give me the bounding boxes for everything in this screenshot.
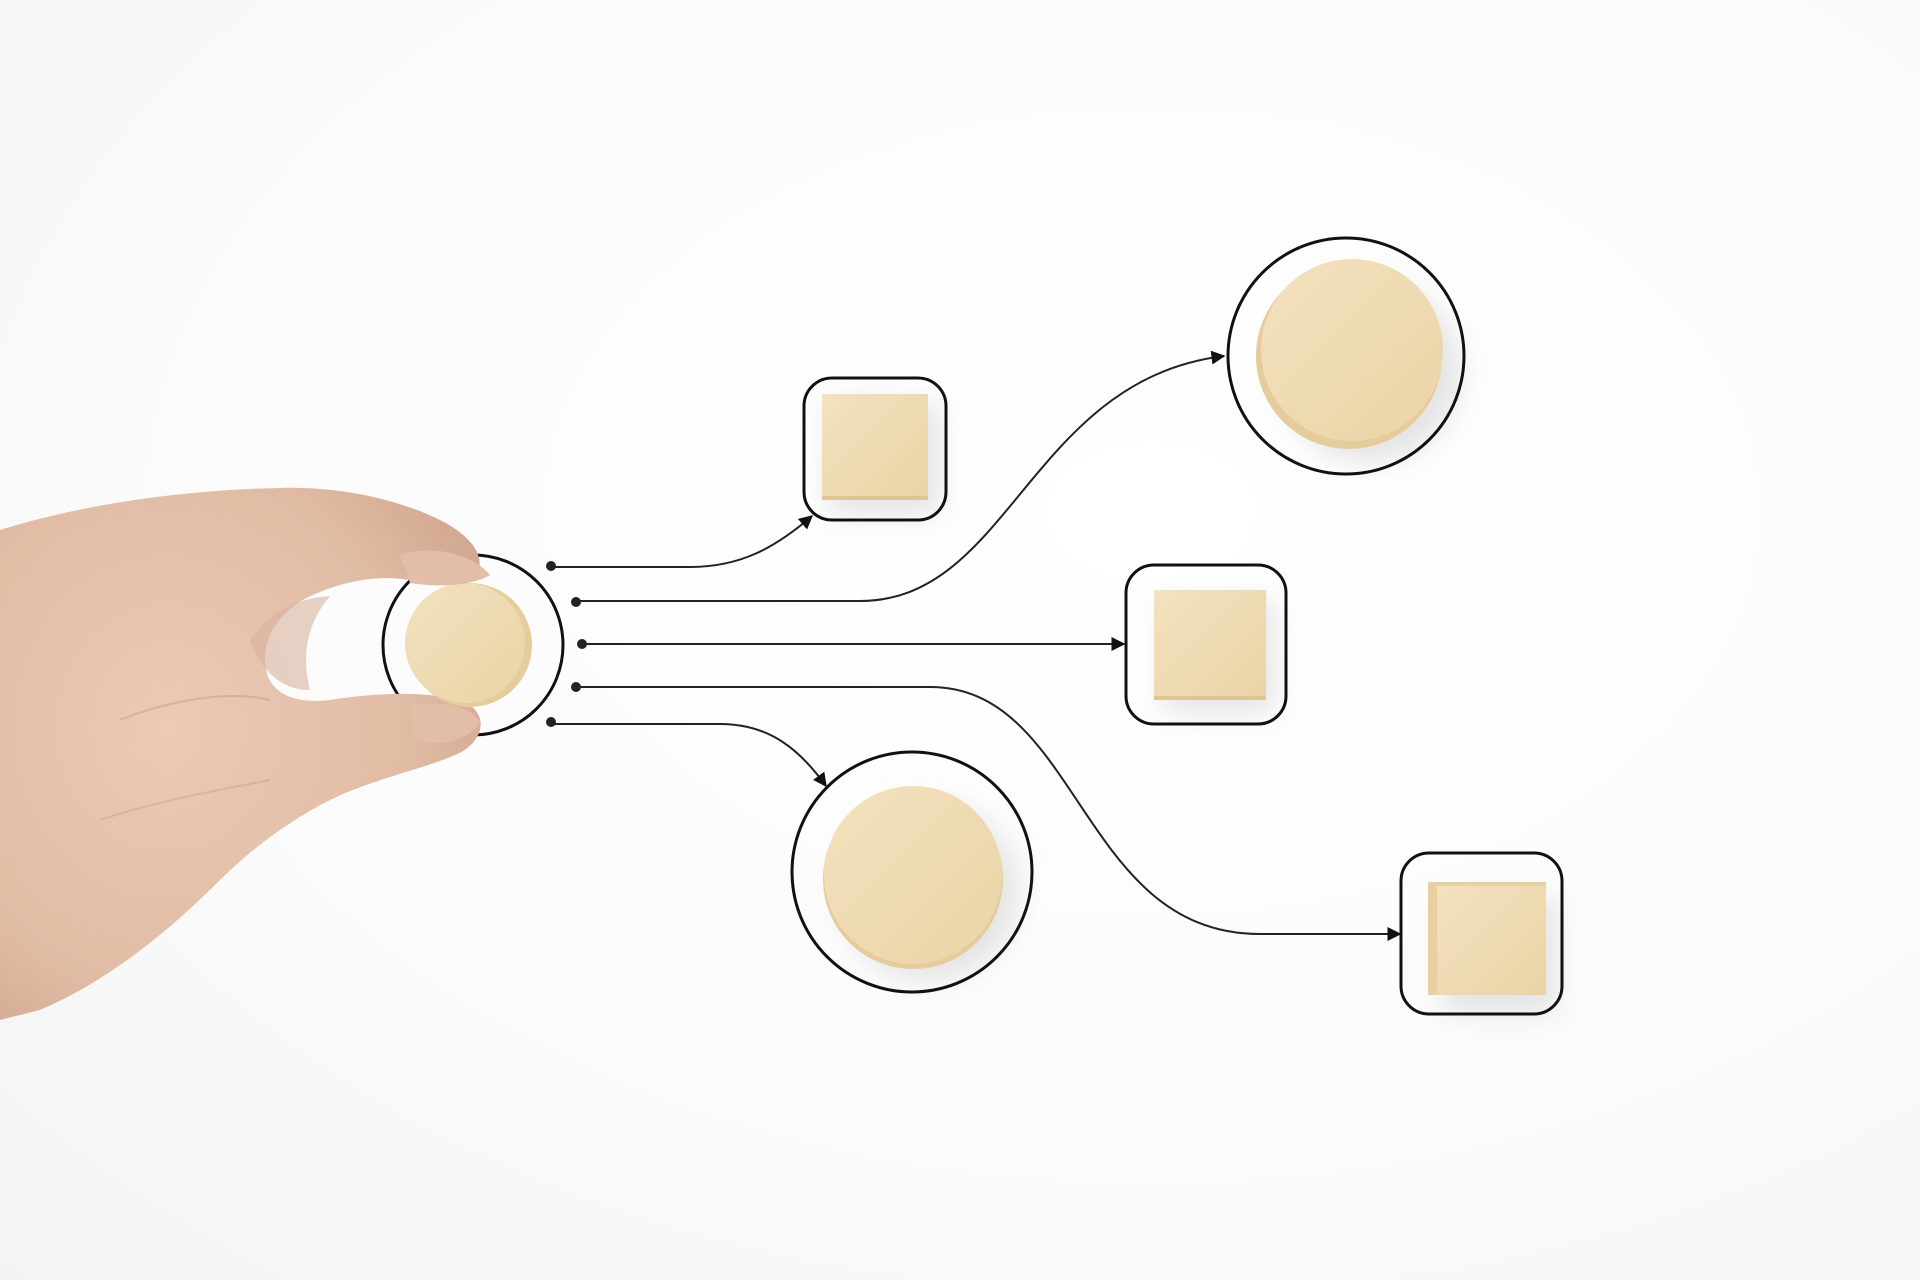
connector-bottom-right-square xyxy=(576,686,1402,941)
node-top-right-circle xyxy=(1226,236,1466,476)
node-top-square xyxy=(802,376,948,522)
connector-bottom-circle xyxy=(552,723,827,788)
fingertips xyxy=(400,550,490,744)
node-middle-square xyxy=(1124,563,1288,726)
node-bottom-circle xyxy=(790,750,1034,994)
connector-top-square xyxy=(552,515,814,568)
node-bottom-right-square xyxy=(1399,851,1564,1016)
connector-start-dots xyxy=(546,561,587,727)
connectors xyxy=(552,350,1402,941)
connector-top-right-circle xyxy=(576,350,1226,602)
hand xyxy=(0,487,481,1020)
source-wooden-disc xyxy=(405,583,532,707)
